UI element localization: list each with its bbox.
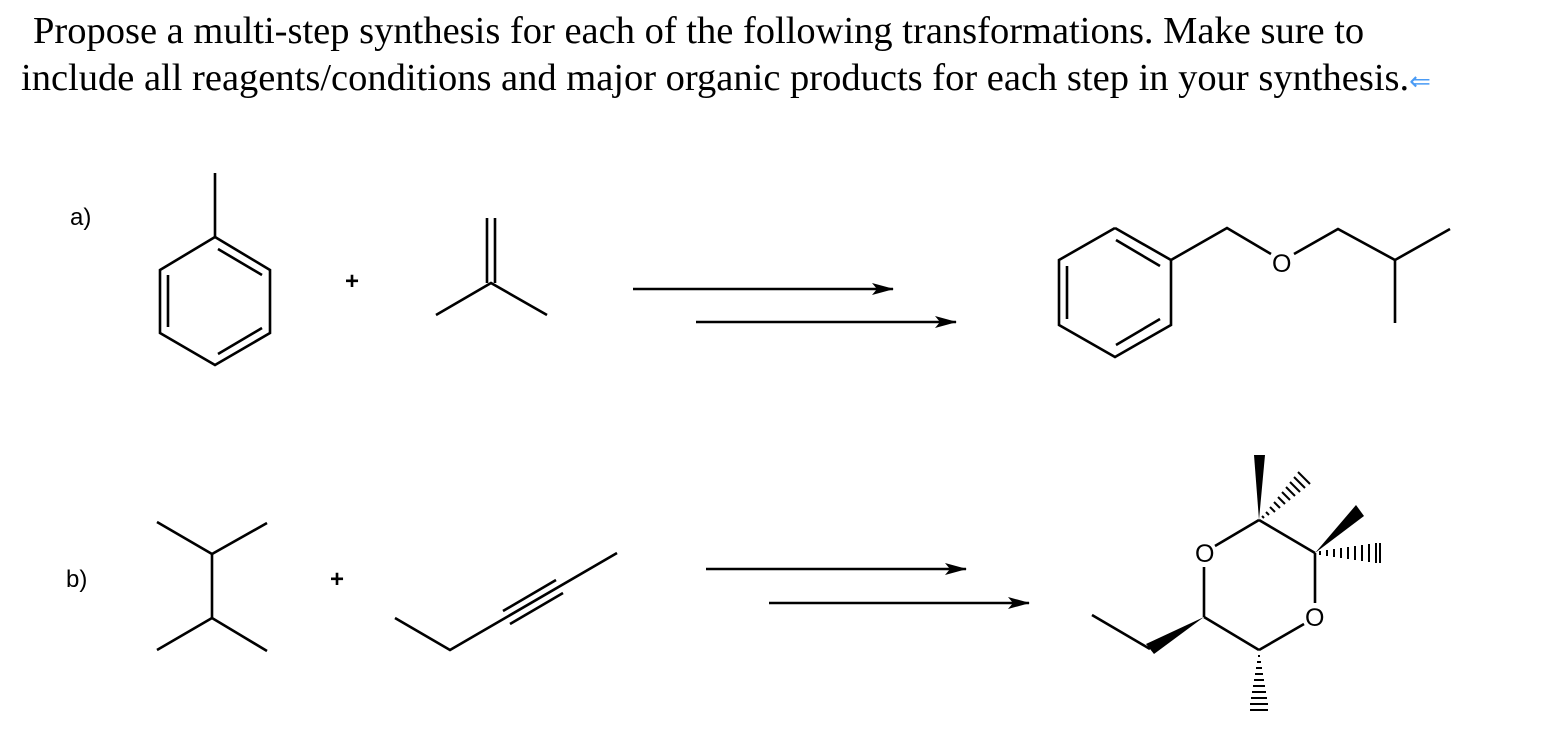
- isobutylene-structure: [435, 218, 548, 317]
- toluene-structure: [158, 173, 272, 367]
- prompt-line-1: Propose a multi-step synthesis for each …: [33, 10, 1365, 52]
- prompt-line-2-text: include all reagents/conditions and majo…: [21, 57, 1410, 99]
- dioxane-product-structure: O O: [1091, 455, 1381, 711]
- reaction-arrows-b: [706, 563, 1030, 609]
- problem-a-label: a): [70, 204, 92, 231]
- problem-b-plus: +: [330, 566, 345, 593]
- problem-a-plus: +: [345, 268, 360, 295]
- svg-text:O: O: [1195, 540, 1214, 568]
- reaction-arrows-a: [633, 283, 957, 328]
- svg-text:O: O: [1272, 250, 1291, 278]
- prompt-line-2: include all reagents/conditions and majo…: [21, 55, 1431, 106]
- problem-b-label: b): [66, 566, 88, 593]
- svg-text:O: O: [1305, 604, 1324, 632]
- return-arrow-icon: ⇐: [1409, 67, 1431, 97]
- pentyne-structure: [394, 551, 618, 652]
- benzyl-isobutyl-ether-structure: O: [1057, 226, 1451, 359]
- dimethylbutane-structure: [156, 520, 268, 653]
